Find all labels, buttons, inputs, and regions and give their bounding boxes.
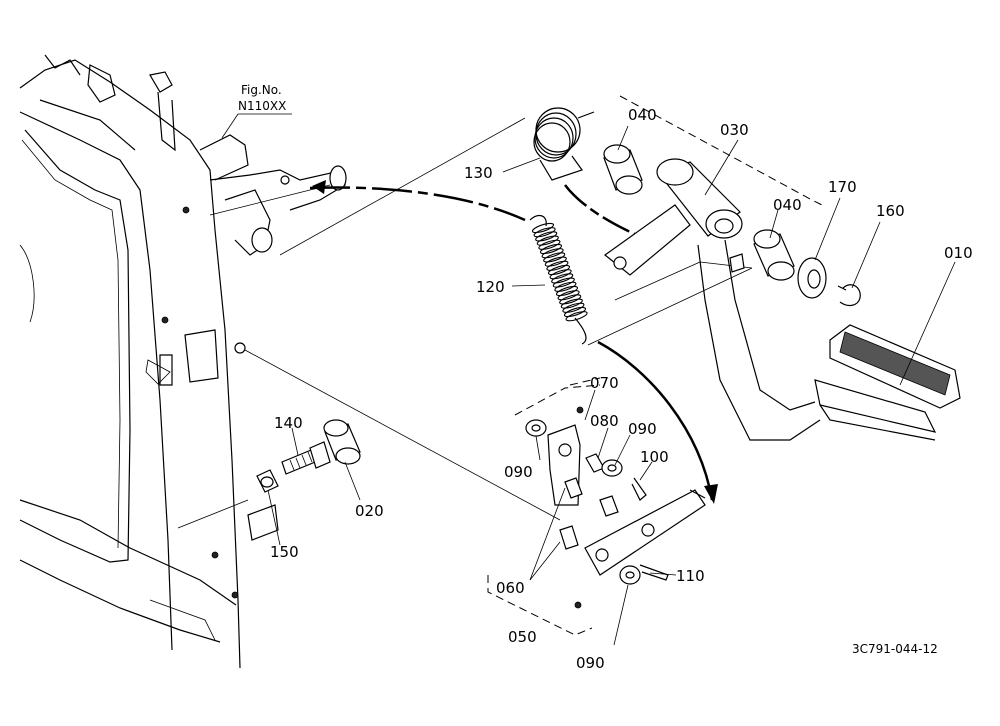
fig-ref-label: Fig.No. (241, 83, 282, 97)
leader-lines (267, 125, 956, 646)
spring-coil (536, 235, 559, 246)
spring-coil (539, 243, 563, 255)
part-label-150: 150 (270, 543, 299, 561)
spring-coil (551, 273, 574, 284)
snap-ring-160 (837, 284, 861, 307)
part-label-030: 030 (720, 121, 749, 139)
bolt-140 (281, 441, 331, 475)
part-label-040-upper: 040 (628, 106, 657, 124)
bracket-assembly-050 (487, 384, 706, 636)
part-label-010: 010 (944, 244, 973, 262)
spring-coil (541, 248, 564, 259)
part-label-130: 130 (464, 164, 493, 182)
part-label-170: 170 (828, 178, 857, 196)
spring-coil (560, 298, 583, 309)
plate-bracket (177, 499, 279, 541)
nut-150 (256, 469, 279, 493)
part-label-110: 110 (676, 567, 705, 585)
spring-coil (552, 277, 575, 288)
spring-coil (531, 222, 555, 234)
spring-coil (546, 260, 569, 271)
spring-coil (538, 239, 561, 250)
washer-170 (797, 257, 827, 299)
spring-coil (555, 285, 579, 297)
guide-lines (209, 117, 753, 521)
fig-ref-value: N110XX (238, 99, 286, 113)
tension-spring-120 (529, 214, 588, 345)
part-label-090-left: 090 (504, 463, 533, 481)
part-label-020: 020 (355, 502, 384, 520)
spring-coil (563, 306, 587, 318)
part-label-100: 100 (640, 448, 669, 466)
pedal-pad-010 (814, 324, 961, 441)
spring-coil (559, 294, 582, 305)
spring-coil (533, 227, 556, 238)
drawing-code: 3C791-044-12 (852, 642, 938, 656)
part-label-050: 050 (508, 628, 537, 646)
part-label-080: 080 (590, 412, 619, 430)
spring-coil (544, 256, 567, 267)
part-label-040-lower: 040 (773, 196, 802, 214)
spring-coil (549, 269, 572, 280)
part-label-140: 140 (274, 414, 303, 432)
washer-090-b (601, 459, 623, 477)
spring-coil (557, 290, 580, 301)
torsion-spring-130 (533, 107, 595, 181)
spring-coil (562, 302, 585, 313)
linkage-arrows (309, 180, 718, 504)
washer-090-c (619, 565, 641, 585)
part-label-060: 060 (496, 579, 525, 597)
tractor-frame (19, 54, 347, 669)
part-label-070: 070 (590, 374, 619, 392)
part-label-090-right: 090 (628, 420, 657, 438)
spring-coil (543, 252, 566, 263)
part-label-090-bottom: 090 (576, 654, 605, 672)
spring-coil (565, 311, 588, 322)
cotter-pin-100 (631, 477, 647, 501)
washer-090-a (525, 419, 547, 437)
spring-coil (547, 264, 571, 276)
cotter-pin-110 (639, 564, 669, 581)
part-label-120: 120 (476, 278, 505, 296)
pedal-arm-030 (604, 158, 821, 441)
part-label-160: 160 (876, 202, 905, 220)
spring-coil (554, 281, 577, 292)
bushing-040-upper (603, 144, 643, 195)
bushing-040-lower (753, 229, 795, 281)
sleeve-020 (323, 419, 361, 465)
spring-coil (535, 231, 558, 242)
figure-reference: Fig.No. N110XX (221, 83, 292, 139)
